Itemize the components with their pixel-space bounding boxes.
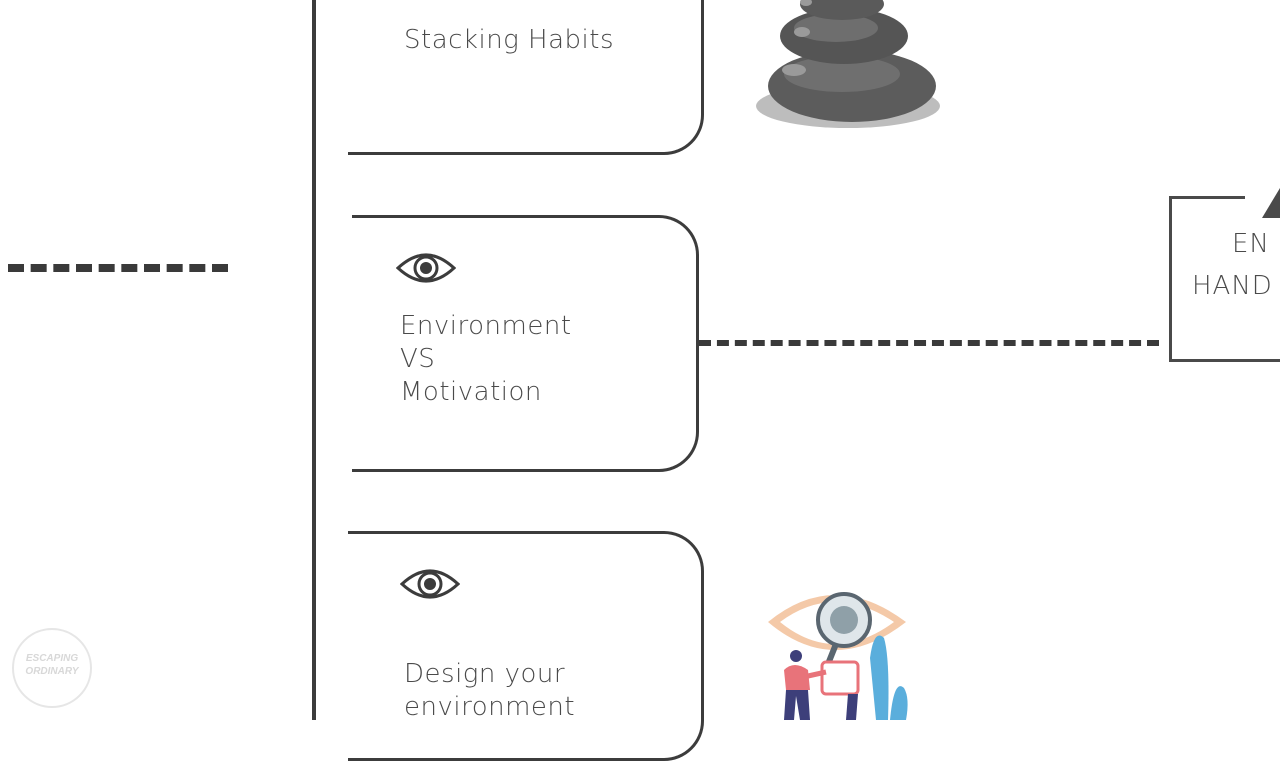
warning-triangle-icon xyxy=(1262,188,1280,218)
watermark-text: ESCAPING ORDINARY xyxy=(25,653,79,677)
eye-icon xyxy=(400,569,460,599)
timeline-spine xyxy=(312,0,316,720)
watermark-logo xyxy=(12,628,92,708)
card-title: Environment VS Motivation xyxy=(400,311,572,407)
card-title: Stacking Habits xyxy=(404,25,615,55)
right-box-line-1: EN xyxy=(1232,229,1270,259)
right-box-gap xyxy=(1245,190,1280,202)
eye-icon xyxy=(396,253,456,283)
right-box-line-2: HAND xyxy=(1192,271,1273,301)
left-dashed-connector xyxy=(8,264,228,272)
right-dashed-connector xyxy=(699,340,1159,346)
right-label-box xyxy=(1169,196,1280,362)
card-title: Design your environment xyxy=(404,659,576,722)
person-with-magnifier-eye-image xyxy=(768,592,908,720)
stacked-stones-image xyxy=(756,0,940,128)
card-stacking-habits xyxy=(348,0,704,155)
